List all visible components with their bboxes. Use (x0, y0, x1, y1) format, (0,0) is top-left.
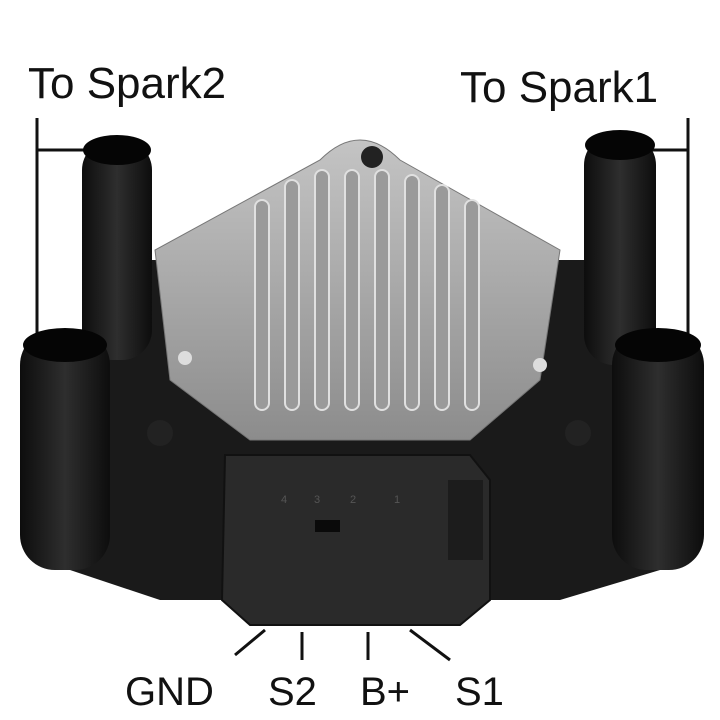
pin-label-s1: S1 (455, 670, 504, 714)
spark-tower-back-left (82, 140, 152, 360)
connector-pin-number: 1 (394, 494, 401, 506)
pin-label-gnd: GND (125, 670, 214, 714)
cooling-fins (254, 169, 480, 411)
to-spark1-label: To Spark1 (460, 63, 659, 112)
connector-pin-number: 4 (281, 494, 288, 506)
spark-tower-back-right (584, 135, 656, 365)
pin-label-s2: S2 (268, 670, 317, 714)
electrical-connector (220, 454, 491, 626)
pin-label-b-plus: B+ (360, 670, 411, 714)
spark-tower-front-right (612, 330, 704, 570)
connector-pin-number: 2 (350, 494, 357, 506)
pin-leader-lines (234, 628, 451, 662)
to-spark2-label: To Spark2 (28, 59, 227, 108)
spark-tower-front-left (20, 330, 110, 570)
connector-pin-number: 3 (314, 494, 321, 506)
